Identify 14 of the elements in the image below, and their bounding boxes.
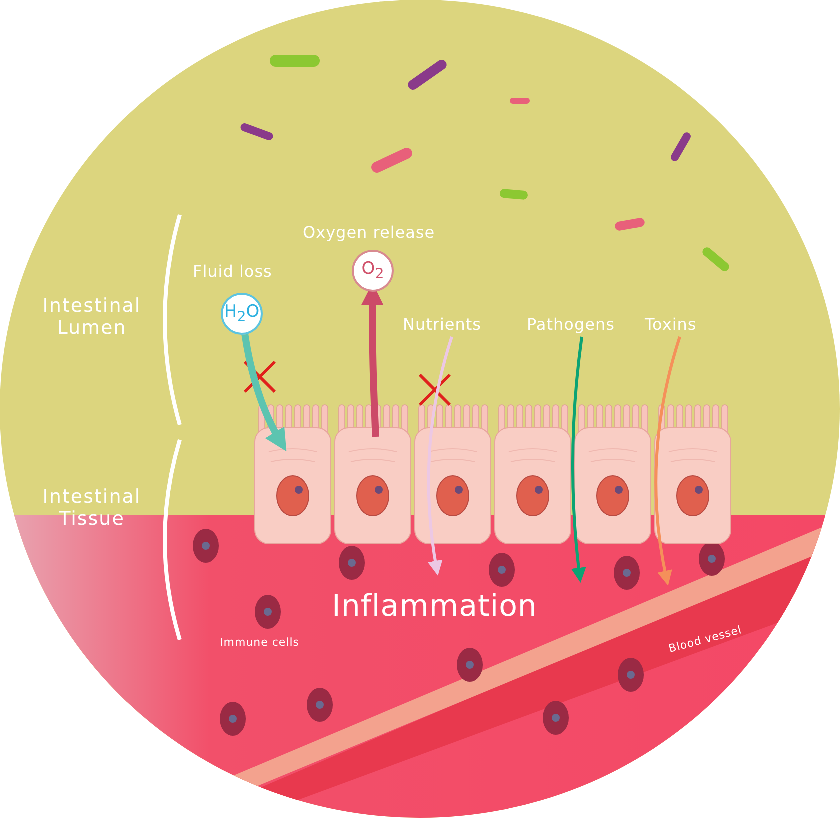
arrow	[427, 336, 454, 576]
region-label: Intestinal Lumen	[42, 296, 142, 340]
molecule-caption: Oxygen release	[303, 224, 436, 242]
substance-label: Nutrients	[403, 316, 482, 334]
arrow	[242, 334, 287, 452]
part-label: Blood vessel	[668, 624, 744, 656]
region-label: Intestinal Tissue	[42, 487, 142, 531]
part-label: Immune cells	[220, 637, 300, 650]
molecule-caption: Fluid loss	[193, 263, 272, 281]
substance-label: Pathogens	[527, 316, 615, 334]
arrow	[572, 336, 586, 583]
arrow	[654, 336, 682, 586]
heading-label: Inflammation	[332, 590, 538, 623]
substance-label: Toxins	[645, 316, 697, 334]
